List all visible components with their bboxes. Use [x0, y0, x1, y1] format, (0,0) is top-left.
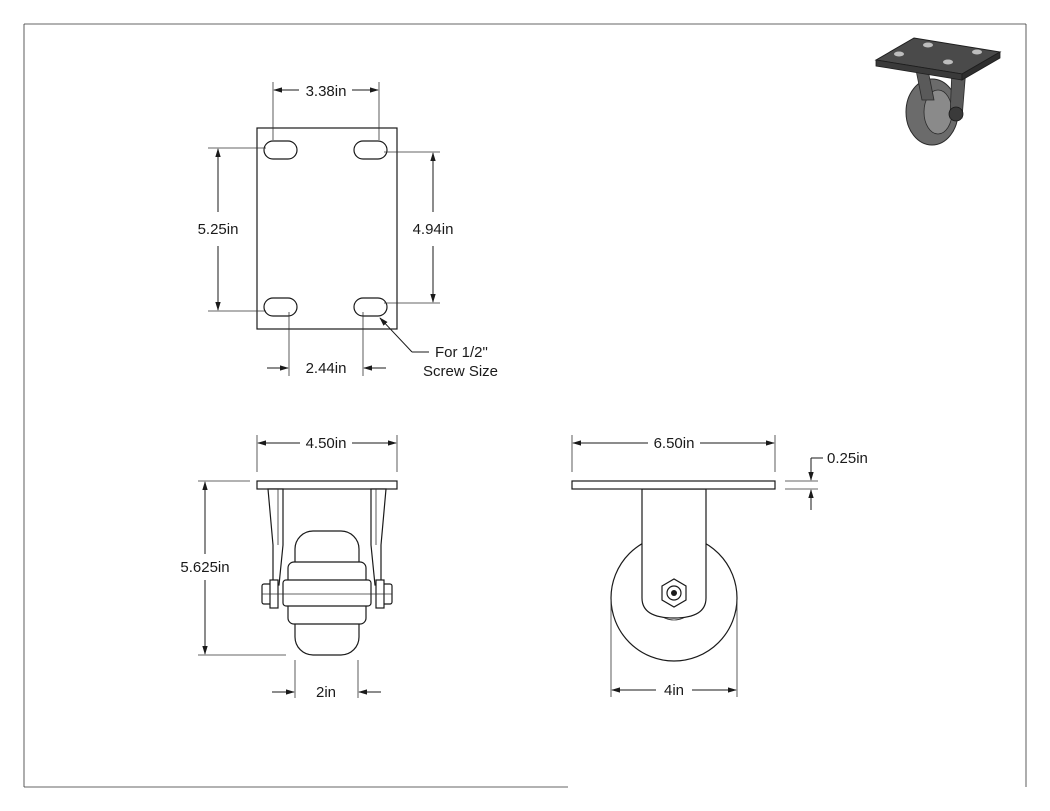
dim-left-hole-spacing: 5.25in	[198, 147, 266, 312]
dim-top-hole-spacing: 3.38in	[272, 82, 380, 140]
dim-label: 4.94in	[413, 221, 454, 238]
dim-label: 0.25in	[827, 450, 868, 467]
top-view-plate	[256, 127, 398, 330]
slot-hole-bl	[263, 297, 298, 317]
slot-hole-tl	[263, 140, 298, 160]
side-view-caster	[571, 480, 776, 662]
dim-plate-thickness: 0.25in	[785, 450, 868, 510]
screw-size-note: For 1/2" Screw Size	[379, 317, 498, 380]
dim-bottom-hole-spacing: 2.44in	[267, 312, 386, 377]
front-view-caster	[256, 480, 398, 656]
dim-wheel-diameter: 4in	[610, 600, 738, 699]
dim-overall-height: 5.625in	[180, 480, 286, 656]
dim-label: 6.50in	[654, 435, 695, 452]
dim-side-plate-length: 6.50in	[571, 435, 776, 472]
dim-front-plate-width: 4.50in	[256, 435, 398, 472]
slot-hole-tr	[353, 140, 388, 160]
dim-label: 5.25in	[198, 221, 239, 238]
dim-label: 4in	[664, 682, 684, 699]
caster-isometric-icon	[874, 37, 1002, 146]
note-line-1: For 1/2"	[435, 344, 488, 361]
dim-right-hole-spacing: 4.94in	[384, 151, 454, 304]
dim-wheel-width: 2in	[272, 660, 381, 701]
dim-label: 3.38in	[306, 83, 347, 100]
dim-label: 4.50in	[306, 435, 347, 452]
dim-label: 2.44in	[306, 360, 347, 377]
drawing-frame	[23, 23, 1027, 788]
slot-hole-br	[353, 297, 388, 317]
dim-label: 2in	[316, 684, 336, 701]
note-line-2: Screw Size	[423, 363, 498, 380]
dim-label: 5.625in	[180, 559, 229, 576]
